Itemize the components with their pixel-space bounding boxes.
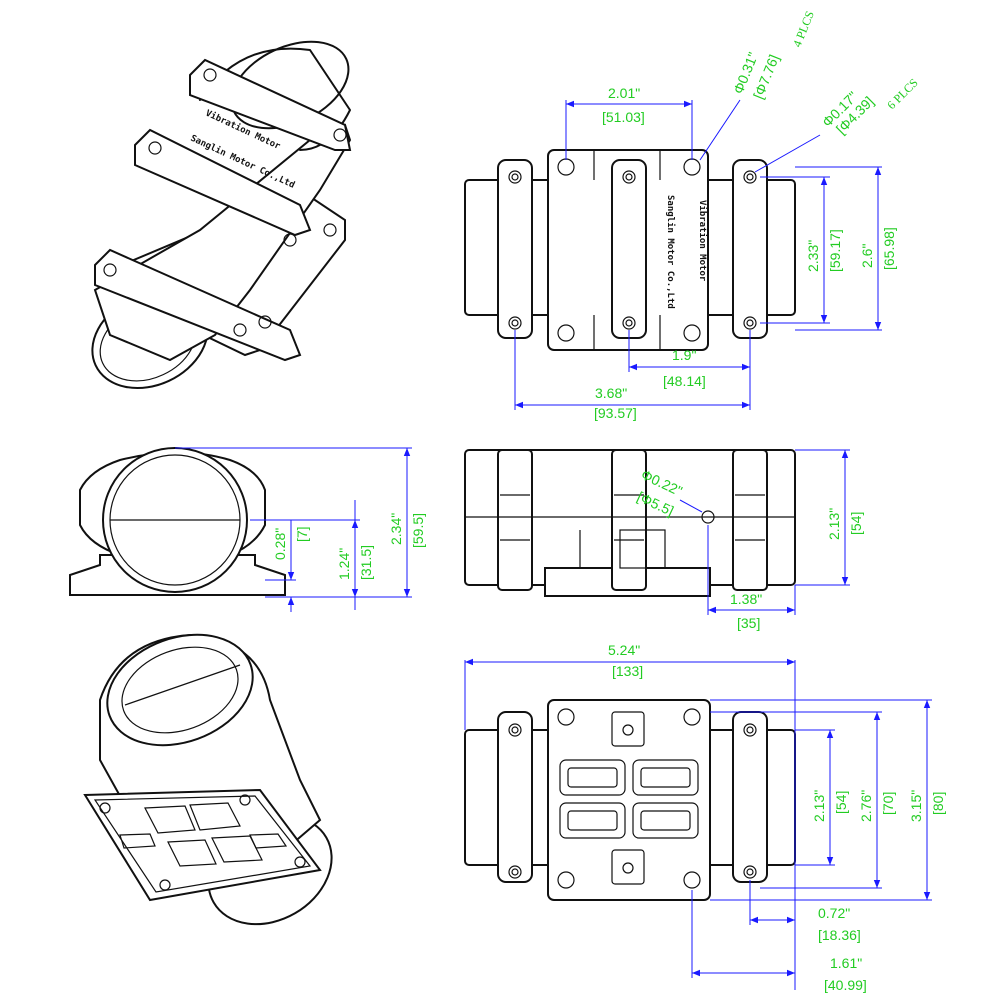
dim-1-9-mm: [48.14] — [663, 373, 706, 389]
dim-1-24-in: 1.24" — [336, 548, 352, 580]
dim-bot-2-13-in: 2.13" — [811, 790, 827, 822]
side-view — [464, 449, 796, 597]
top-label-2: Sanglin Motor Co.,Ltd — [665, 195, 676, 309]
dim-2-01-in: 2.01" — [608, 85, 640, 101]
dim-bot-2-13-mm: [54] — [833, 791, 849, 814]
dim-5-24-mm: [133] — [612, 663, 643, 679]
dim-2-34-mm: [59.5] — [410, 513, 426, 548]
end-view — [69, 447, 286, 596]
dim-3-15-mm: [80] — [930, 792, 946, 815]
dim-0-72-mm: [18.36] — [818, 927, 861, 943]
dim-2-33-mm: [59.17] — [827, 229, 843, 272]
dim-2-34-in: 2.34" — [388, 513, 404, 545]
dim-0-72-in: 0.72" — [818, 905, 850, 921]
dim-side-2-13-mm: [54] — [848, 512, 864, 535]
dim-1-9-in: 1.9" — [672, 347, 696, 363]
dim-1-24-mm: [31.5] — [358, 545, 374, 580]
isometric-view-top: Vibration Motor Sanglin Motor Co.,Ltd — [91, 40, 352, 390]
dim-3-15-in: 3.15" — [908, 790, 924, 822]
dim-5-24-in: 5.24" — [608, 642, 640, 658]
dim-2-6-in: 2.6" — [859, 244, 875, 268]
dim-1-61-in: 1.61" — [830, 955, 862, 971]
dim-hole6-note: 6 PLCS — [884, 76, 921, 113]
top-label-1: Vibration Motor — [697, 200, 708, 282]
dim-2-76-in: 2.76" — [858, 790, 874, 822]
isometric-view-bottom — [83, 633, 333, 926]
dim-hole4-note: 4 PLCS — [790, 9, 817, 49]
dim-2-33-in: 2.33" — [805, 240, 821, 272]
dim-1-61-mm: [40.99] — [824, 977, 867, 993]
dim-2-01-mm: [51.03] — [602, 109, 645, 125]
dim-side-2-13-in: 2.13" — [826, 508, 842, 540]
dim-0-28-mm: [7] — [294, 526, 310, 542]
dim-1-38-mm: [35] — [737, 615, 760, 631]
dim-0-28-in: 0.28" — [272, 528, 288, 560]
bottom-view — [464, 699, 796, 901]
dim-2-6-mm: [65.98] — [881, 227, 897, 270]
dim-2-76-mm: [70] — [880, 792, 896, 815]
dim-1-38-in: 1.38" — [730, 591, 762, 607]
dim-3-68-mm: [93.57] — [594, 405, 637, 421]
dim-3-68-in: 3.68" — [595, 385, 627, 401]
top-view: Vibration Motor Sanglin Motor Co.,Ltd — [464, 149, 796, 351]
